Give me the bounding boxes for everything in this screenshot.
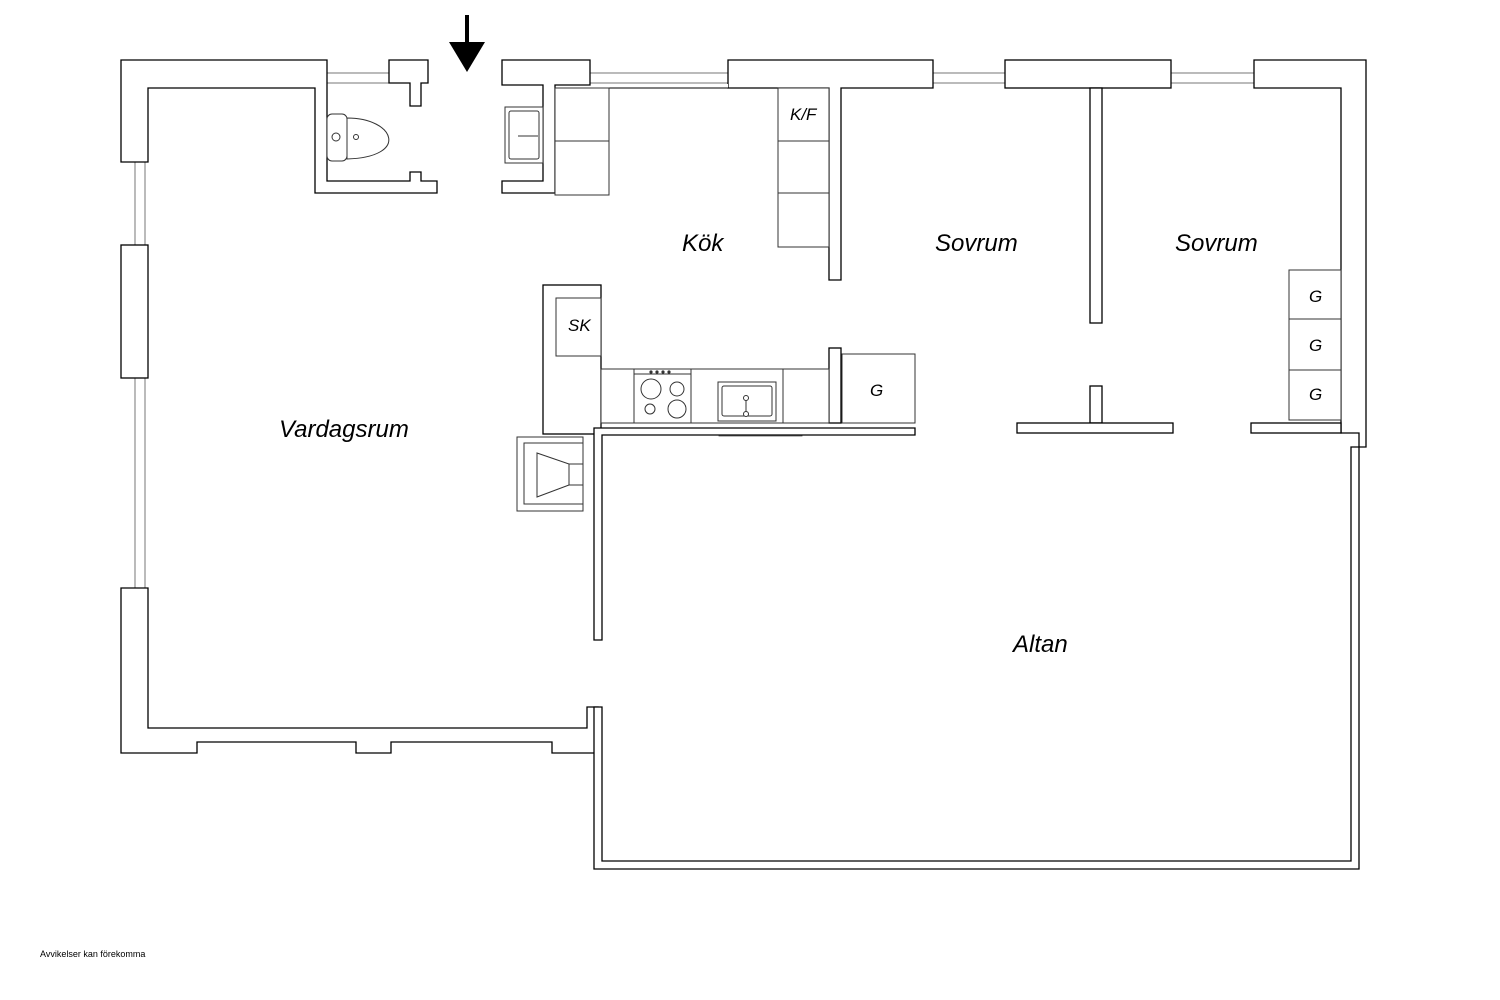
fridge-freezer-label: K/F xyxy=(790,105,818,124)
sk-cabinet xyxy=(555,297,602,357)
wardrobe-label: G xyxy=(1309,385,1322,404)
room-label-bedroom: Sovrum xyxy=(1175,230,1258,257)
room-label-kitchen: Kök xyxy=(682,230,725,257)
fireplace-icon xyxy=(516,436,584,512)
sk-label: SK xyxy=(568,316,591,335)
kitchen-sink-icon xyxy=(717,381,777,422)
room-label-living-room: Vardagsrum xyxy=(279,416,409,443)
room-label-terrace: Altan xyxy=(1011,631,1068,658)
room-label-bedroom: Sovrum xyxy=(935,230,1018,257)
bedroom-wardrobes xyxy=(1288,269,1342,421)
kitchen-wardrobe-label: G xyxy=(870,381,883,400)
bathroom-sink-icon xyxy=(504,106,544,164)
toilet-icon xyxy=(326,113,390,162)
disclaimer-text: Avvikelser kan förekomma xyxy=(40,949,146,959)
wardrobe-label: G xyxy=(1309,336,1322,355)
terrace-outline xyxy=(593,427,1360,870)
entrance-arrow-icon xyxy=(449,15,485,72)
fridge-freezer-column xyxy=(777,87,830,248)
wardrobe-label: G xyxy=(1309,287,1322,306)
stove-icon xyxy=(633,368,692,424)
kitchen-wardrobe xyxy=(841,353,916,424)
entry-cabinets xyxy=(554,87,610,196)
